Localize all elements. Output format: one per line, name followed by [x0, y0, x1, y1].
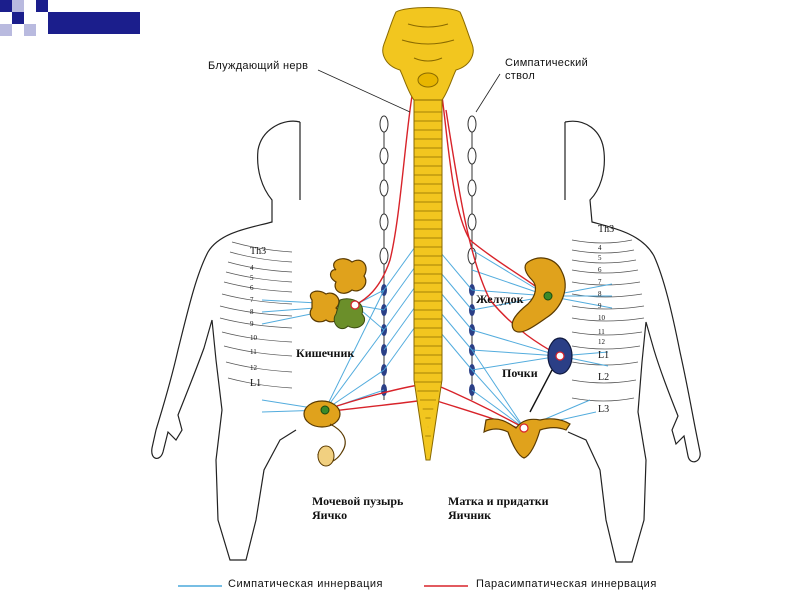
- segment-label-right: 7: [598, 278, 602, 286]
- label-uterus: Матка и придатки: [448, 494, 549, 508]
- label-sympathetic-trunk-line2: ствол: [505, 70, 536, 82]
- sympathetic-chain-left: [379, 115, 389, 400]
- label-vagus-nerve: Блуждающий нерв: [208, 60, 309, 72]
- segment-label-left: 10: [250, 334, 257, 342]
- segment-label-right: 4: [598, 244, 602, 252]
- label-testis: Яичко: [312, 508, 348, 522]
- segment-label-right: 5: [598, 254, 602, 262]
- segment-label-right: L1: [598, 350, 610, 361]
- segment-label-right: Th3: [598, 224, 615, 235]
- label-intestine: Кишечник: [296, 346, 355, 360]
- spinal-segments: [414, 111, 442, 437]
- segment-label-right: 8: [598, 290, 602, 298]
- segment-label-right: 10: [598, 314, 605, 322]
- kidney-organ: [529, 337, 573, 413]
- spinal-cord: [413, 99, 443, 461]
- segment-label-left: 5: [250, 274, 254, 282]
- bladder-organ: [303, 400, 346, 467]
- segment-label-right: L3: [598, 404, 610, 415]
- uterus-organ: [483, 418, 571, 459]
- segment-label-right: 6: [598, 266, 602, 274]
- segment-label-left: 6: [250, 284, 254, 292]
- label-pointers: [317, 69, 501, 113]
- segment-label-right: L2: [598, 372, 610, 383]
- intestine-organ: [309, 258, 367, 330]
- segment-label-left: 11: [250, 348, 257, 356]
- segment-label-left: 8: [250, 308, 254, 316]
- segment-label-left: 7: [250, 296, 254, 304]
- segment-label-right: 12: [598, 338, 605, 346]
- segment-label-right: 11: [598, 328, 605, 336]
- segment-label-right: 9: [598, 302, 602, 310]
- label-ovary: Яичник: [448, 508, 492, 522]
- segment-label-left: L1: [250, 378, 262, 389]
- left-rib-lines: [219, 241, 293, 389]
- legend-sympathetic-label: Симпатическая иннервация: [228, 578, 383, 590]
- segment-label-left: 12: [250, 364, 257, 372]
- corner-decoration: [0, 0, 150, 50]
- stomach-organ: [511, 257, 566, 333]
- label-stomach: Желудок: [476, 292, 524, 306]
- right-rib-lines: [571, 239, 645, 402]
- label-kidneys: Почки: [502, 366, 538, 380]
- left-body-outline: [151, 120, 301, 561]
- label-sympathetic-trunk-line1: Симпатический: [505, 57, 589, 69]
- legend-parasympathetic-label: Парасимпатическая иннервация: [476, 578, 657, 590]
- brain-stem: [382, 7, 474, 101]
- label-bladder: Мочевой пузырь: [312, 494, 404, 508]
- segment-label-left: 4: [250, 264, 254, 272]
- segment-label-left: Th3: [250, 246, 267, 257]
- segment-label-left: 9: [250, 320, 254, 328]
- right-body-outline: [564, 120, 701, 563]
